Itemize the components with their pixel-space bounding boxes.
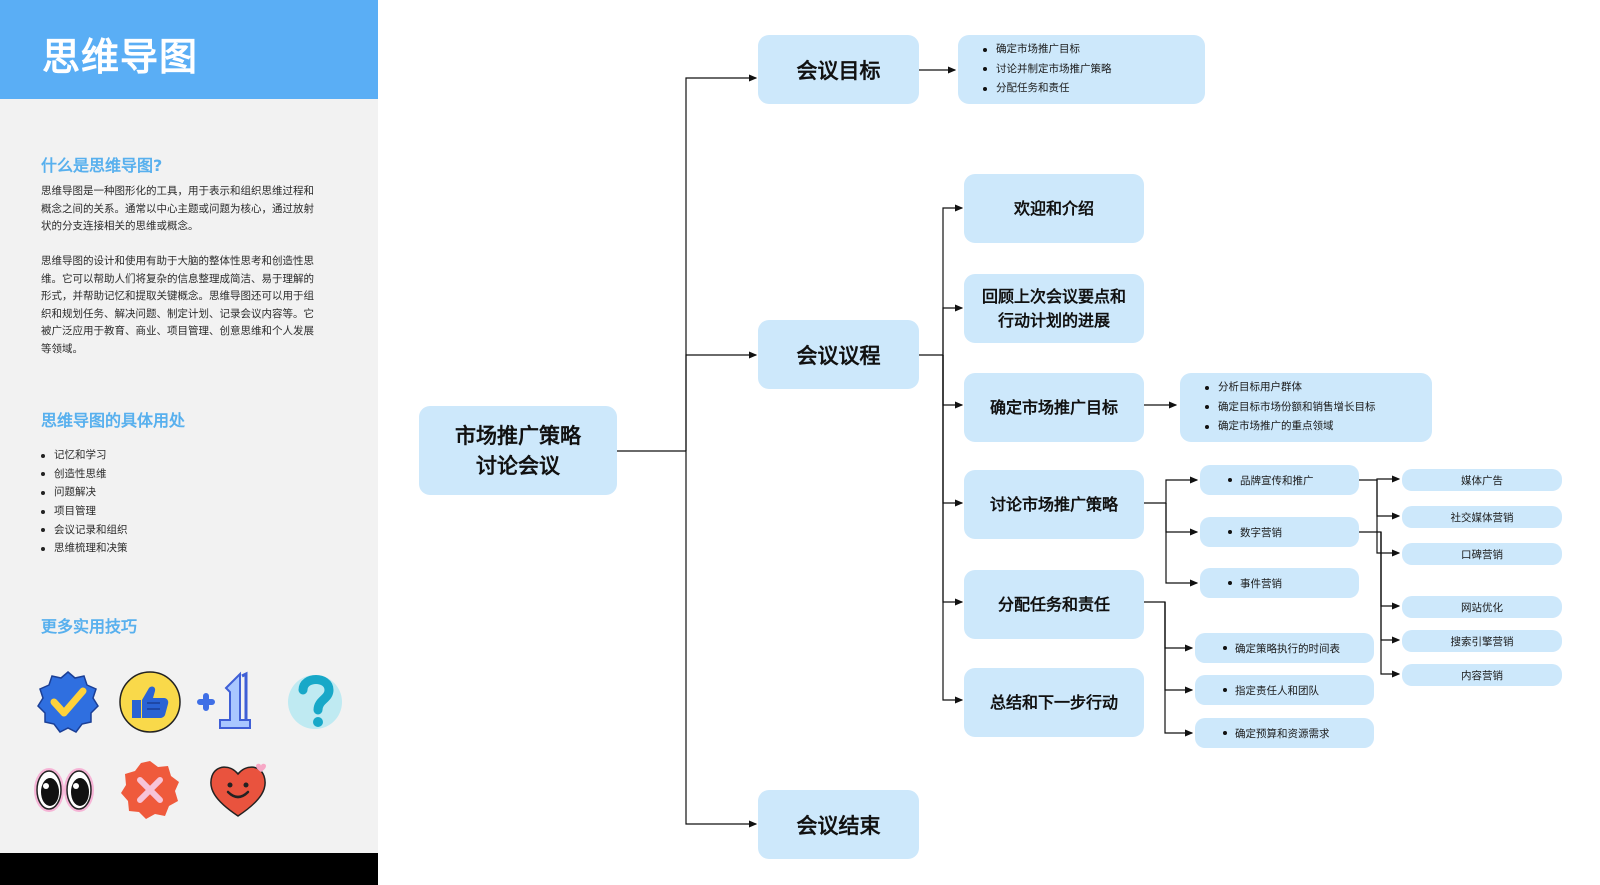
node-label-line: 行动计划的进展 (997, 310, 1110, 330)
list-item: 讨论并制定市场推广策略 (983, 60, 1205, 80)
meeting-goals-bullets[interactable]: 确定市场推广目标 讨论并制定市场推广策略 分配任务和责任 (958, 35, 1205, 104)
pill-label: 数字营销 (1228, 526, 1282, 539)
paragraph-line: 维。它可以帮助人们将复杂的信息整理成简洁、易于理解的 (41, 272, 314, 285)
meeting-goals-node[interactable]: 会议目标 (758, 35, 919, 104)
question-mark-icon (288, 675, 342, 729)
pill-label: 确定预算和资源需求 (1223, 727, 1330, 740)
agenda-market-goals-node[interactable]: 确定市场推广目标 (964, 373, 1144, 442)
central-topic-line: 讨论会议 (476, 453, 560, 478)
agenda-strategy-node[interactable]: 讨论市场推广策略 (964, 470, 1144, 539)
sidebar-header: 思维导图 (0, 0, 378, 99)
agenda-tasks-node[interactable]: 分配任务和责任 (964, 570, 1144, 639)
brand-media-ad-node[interactable]: 媒体广告 (1402, 469, 1562, 491)
what-is-paragraph-1: 思维导图是一种图形化的工具，用于表示和组织思维过程和 概念之间的关系。通常以中心… (41, 183, 333, 236)
paragraph-line: 形式，并帮助记忆和提取关键概念。思维导图还可以用于组 (41, 290, 314, 302)
checkmark-badge-icon (37, 671, 99, 733)
list-item: 项目管理 (41, 502, 128, 521)
agenda-summary-node[interactable]: 总结和下一步行动 (964, 668, 1144, 737)
paragraph-line: 状的分支连接相关的思维或概念。 (41, 220, 199, 232)
pill-label: 指定责任人和团队 (1223, 684, 1319, 697)
digital-content-node[interactable]: 内容营销 (1402, 664, 1562, 686)
thumbs-up-icon (119, 671, 181, 733)
list-item: 分析目标用户群体 (1205, 378, 1432, 398)
list-item: 问题解决 (41, 483, 128, 502)
paragraph-line: 概念之间的关系。通常以中心主题或问题为核心，通过放射 (41, 202, 314, 215)
strategy-event-node[interactable]: 事件营销 (1200, 568, 1359, 598)
uses-list: 记忆和学习 创造性思维 问题解决 项目管理 会议记录和组织 思维梳理和决策 (41, 446, 128, 558)
paragraph-line: 思维导图是一种图形化的工具，用于表示和组织思维过程和 (41, 185, 314, 197)
list-item: 分配任务和责任 (983, 79, 1205, 99)
paragraph-line: 等领域。 (41, 342, 83, 355)
market-goals-bullets[interactable]: 分析目标用户群体 确定目标市场份额和销售增长目标 确定市场推广的重点领域 (1180, 373, 1432, 442)
brand-word-of-mouth-node[interactable]: 口碑营销 (1402, 543, 1562, 565)
node-label-line: 回顾上次会议要点和 (981, 286, 1126, 306)
list-item: 确定市场推广的重点领域 (1205, 417, 1432, 437)
digital-website-node[interactable]: 网站优化 (1402, 596, 1562, 618)
x-mark-icon (121, 761, 179, 819)
strategy-digital-node[interactable]: 数字营销 (1200, 517, 1359, 547)
meeting-agenda-node[interactable]: 会议议程 (758, 320, 919, 389)
central-topic-line: 市场推广策略 (455, 423, 581, 448)
what-is-heading: 什么是思维导图? (41, 156, 163, 175)
list-item: 思维梳理和决策 (41, 539, 128, 558)
brand-social-node[interactable]: 社交媒体营销 (1402, 506, 1562, 528)
what-is-paragraph-2: 思维导图的设计和使用有助于大脑的整体性思考和创造性思 维。它可以帮助人们将复杂的… (41, 253, 333, 358)
smiling-heart-icon (210, 763, 266, 817)
sidebar-title: 思维导图 (42, 35, 199, 79)
info-sidebar: 思维导图 什么是思维导图? 思维导图是一种图形化的工具，用于表示和组织思维过程和… (0, 0, 378, 885)
sidebar-footer-bar (0, 853, 378, 885)
plus-one-icon (197, 671, 251, 729)
eyes-icon (34, 768, 94, 812)
pill-label: 事件营销 (1228, 577, 1282, 590)
agenda-review-node[interactable]: 回顾上次会议要点和 行动计划的进展 (964, 274, 1144, 343)
pill-label: 品牌宣传和推广 (1228, 474, 1314, 487)
digital-sem-node[interactable]: 搜索引擎营销 (1402, 630, 1562, 652)
pill-label: 确定策略执行的时间表 (1223, 642, 1340, 655)
paragraph-line: 思维导图的设计和使用有助于大脑的整体性思考和创造性思 (41, 255, 314, 267)
uses-heading: 思维导图的具体用处 (41, 411, 186, 430)
list-item: 记忆和学习 (41, 446, 128, 465)
task-timeline-node[interactable]: 确定策略执行的时间表 (1195, 633, 1374, 663)
task-budget-node[interactable]: 确定预算和资源需求 (1195, 718, 1374, 748)
agenda-welcome-node[interactable]: 欢迎和介绍 (964, 174, 1144, 243)
task-owners-node[interactable]: 指定责任人和团队 (1195, 675, 1374, 705)
list-item: 确定目标市场份额和销售增长目标 (1205, 398, 1432, 418)
strategy-brand-node[interactable]: 品牌宣传和推广 (1200, 465, 1359, 495)
tips-heading: 更多实用技巧 (41, 617, 138, 636)
list-item: 确定市场推广目标 (983, 40, 1205, 60)
paragraph-line: 织和规划任务、解决问题、制定计划、记录会议内容等。它 (41, 307, 314, 320)
paragraph-line: 被广泛应用于教育、商业、项目管理、创意思维和个人发展 (41, 325, 314, 337)
list-item: 会议记录和组织 (41, 521, 128, 540)
meeting-end-node[interactable]: 会议结束 (758, 790, 919, 859)
list-item: 创造性思维 (41, 465, 128, 484)
central-topic-node[interactable]: 市场推广策略 讨论会议 (419, 406, 617, 495)
